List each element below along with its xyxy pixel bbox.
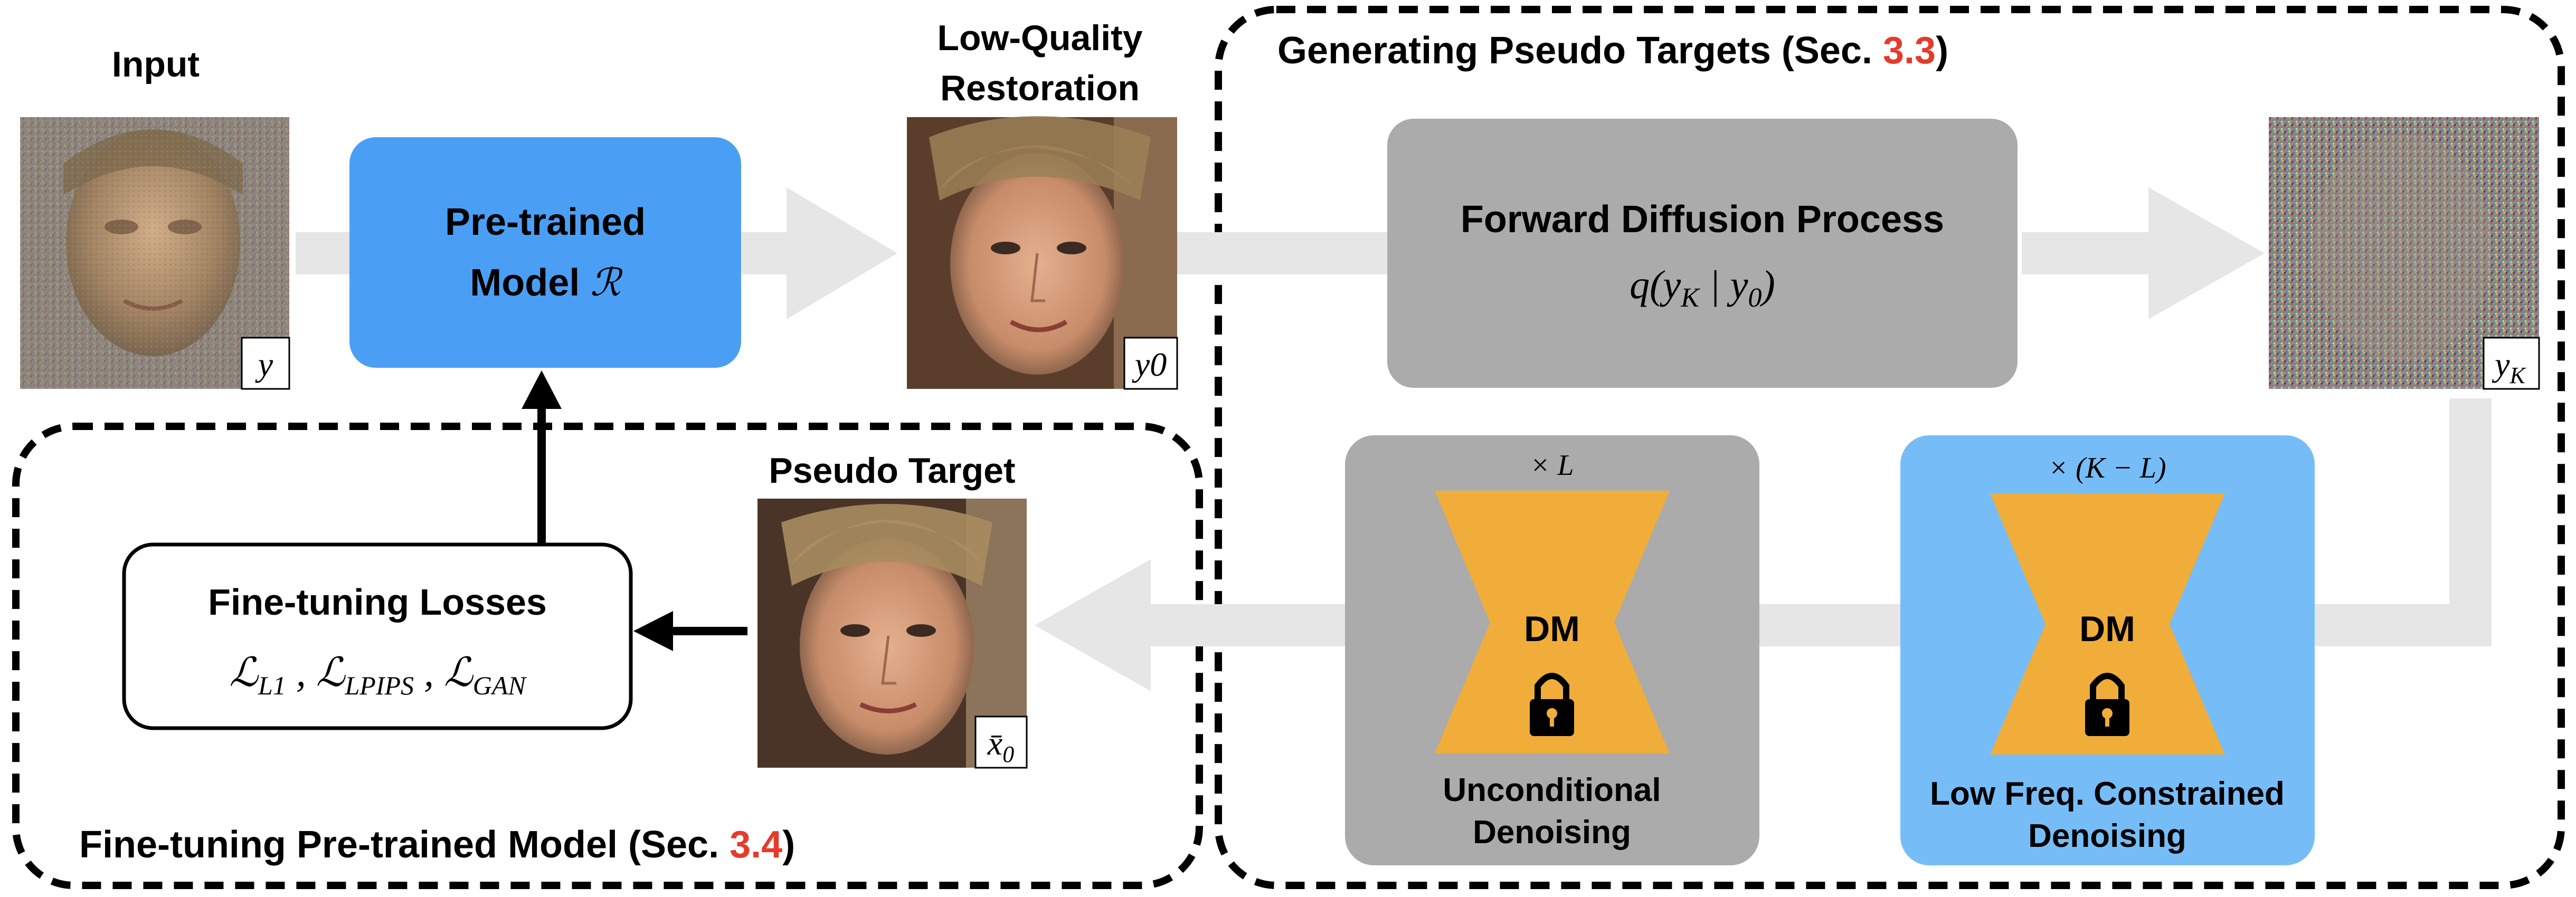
input-label: y	[255, 346, 273, 383]
lq-title-line1: Low-Quality	[937, 18, 1142, 58]
arrow-lowfreq-to-uncond	[1758, 604, 1900, 646]
finetune-section-title: Fine-tuning Pre-trained Model (Sec. 3.4)	[79, 824, 795, 866]
losses-title: Fine-tuning Losses	[208, 581, 547, 623]
pretrained-line2: Model ℛ	[470, 262, 623, 304]
arrow-model-to-lq-head	[787, 187, 897, 319]
arrow-pseudo-to-losses-shaft	[669, 627, 747, 635]
lowfreq-label-line2: Denoising	[2028, 818, 2186, 854]
uncond-label-line1: Unconditional	[1443, 772, 1661, 808]
arrow-forward-to-noisy-shaft	[2022, 232, 2159, 274]
arrow-pseudo-to-losses-head	[633, 611, 673, 651]
arrow-losses-to-model-head	[522, 370, 562, 409]
arrow-model-to-lq-shaft	[742, 232, 794, 274]
generate-section-ref: 3.3	[1883, 30, 1936, 72]
noisy-label-box	[2483, 337, 2540, 390]
finetune-section-ref: 3.4	[730, 824, 782, 866]
lowfreq-label-line1: Low Freq. Constrained	[1930, 776, 2285, 812]
input-label-box	[241, 337, 290, 390]
uncond-dm-hourglass	[1435, 491, 1670, 753]
forward-diffusion-formula: q(yK | y0)	[1630, 263, 1775, 313]
arrow-uncond-to-pseudo-head	[1035, 559, 1151, 691]
generate-section-title: Generating Pseudo Targets (Sec. 3.3)	[1277, 30, 1948, 72]
uncond-label-line2: Denoising	[1473, 814, 1631, 851]
pretrained-symbol: ℛ	[590, 262, 623, 304]
lowfreq-dm-label: DM	[2079, 609, 2135, 649]
pseudo-target-title: Pseudo Target	[769, 451, 1015, 491]
lowfreq-lock-icon	[2085, 673, 2129, 736]
forward-diffusion-title: Forward Diffusion Process	[1461, 198, 1944, 241]
lq-title-line2: Restoration	[940, 68, 1140, 108]
lq-label-box	[1123, 337, 1178, 390]
lq-label: y0	[1132, 346, 1167, 383]
pretrained-line1: Pre-trained	[445, 201, 646, 243]
arrow-input-to-model	[296, 232, 354, 274]
input-title: Input	[112, 44, 200, 84]
finetuning-losses-box	[122, 542, 633, 730]
uncond-dm-label: DM	[1524, 609, 1580, 649]
black-arrows	[522, 370, 747, 651]
pseudo-label-box	[974, 715, 1028, 769]
arrow-losses-to-model-shaft	[537, 406, 546, 545]
lq-restoration-image	[907, 116, 1177, 389]
uncond-lock-icon	[1530, 673, 1574, 736]
lowfreq-dm-hourglass	[1990, 493, 2225, 755]
arrow-lq-to-forward	[1177, 232, 1388, 274]
finetune-group-box	[12, 423, 1203, 889]
forward-diffusion-box	[1387, 119, 2018, 388]
pretrained-model-box	[349, 137, 741, 368]
arrow-uncond-to-pseudo-shaft	[1140, 604, 1346, 646]
arrow-forward-to-noisy-head	[2148, 187, 2265, 319]
flow-arrows	[296, 187, 2492, 691]
lowfreq-repeat: × (K − L)	[2048, 452, 2166, 484]
uncond-repeat: × L	[1530, 449, 1574, 482]
generate-group-box	[1215, 6, 2565, 889]
arrow-noisy-to-lowfreq	[2312, 604, 2492, 646]
